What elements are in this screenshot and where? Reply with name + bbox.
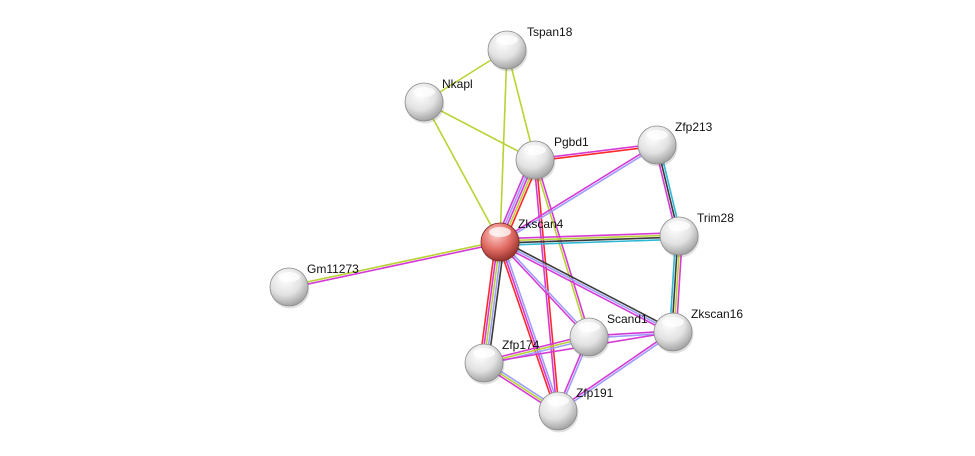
evidence-line-magenta — [535, 159, 591, 337]
evidence-line-lavender — [500, 240, 591, 337]
node-label: Gm11273 — [307, 262, 359, 276]
node-label: Trim28 — [697, 211, 734, 225]
node-highlight — [547, 396, 569, 406]
evidence-line-yg — [533, 160, 589, 338]
node-highlight — [473, 348, 495, 358]
evidence-line-lavender — [485, 242, 503, 364]
evidence-line-magenta — [289, 242, 501, 289]
edge-zkscan4-scand1[interactable] — [498, 240, 591, 339]
node-label: Scand1 — [607, 312, 648, 326]
edge-zkscan4-trim28[interactable] — [499, 231, 680, 247]
edge-pgbd1-zfp191[interactable] — [533, 159, 560, 412]
edge-gm11273-zkscan4[interactable] — [288, 240, 501, 289]
node-tspan18[interactable]: Tspan18 — [487, 25, 573, 72]
node-zkscan16[interactable]: Zkscan16 — [653, 307, 743, 354]
node-nkapl[interactable]: Nkapl — [404, 77, 473, 124]
evidence-line-lavender — [500, 145, 658, 244]
node-label: Nkapl — [442, 77, 473, 91]
node-label: Zfp174 — [502, 338, 540, 352]
evidence-line-magenta — [499, 231, 679, 240]
evidence-line-red — [497, 242, 557, 412]
node-label: Tspan18 — [527, 25, 573, 39]
node-highlight — [489, 227, 511, 237]
evidence-line-yg — [423, 101, 536, 161]
node-highlight — [496, 35, 518, 45]
node-label: Zfp213 — [675, 120, 713, 134]
evidence-line-magenta — [533, 160, 558, 412]
evidence-line-yg — [423, 101, 501, 243]
evidence-line-yg — [483, 241, 501, 364]
edge-pgbd1-scand1[interactable] — [533, 159, 591, 338]
evidence-line-cyan — [500, 238, 680, 247]
edge-zkscan4-zfp191[interactable] — [497, 241, 561, 412]
node-zfp174[interactable]: Zfp174 — [464, 338, 540, 385]
node-highlight — [668, 221, 690, 231]
node-gm11273[interactable]: Gm11273 — [269, 262, 359, 309]
edge-zfp213-zkscan4[interactable] — [499, 143, 658, 244]
node-zfp191[interactable]: Zfp191 — [538, 386, 614, 433]
edge-pgbd1-zfp213[interactable] — [534, 143, 658, 162]
evidence-line-lavender — [501, 241, 561, 411]
evidence-line-red — [535, 145, 658, 162]
edge-nkapl-pgbd1[interactable] — [423, 101, 536, 161]
node-pgbd1[interactable]: Pgbd1 — [515, 135, 589, 182]
node-zkscan4[interactable]: Zkscan4 — [480, 217, 564, 264]
node-highlight — [413, 87, 435, 97]
node-label: Zfp191 — [576, 386, 614, 400]
evidence-line-black — [500, 236, 680, 244]
evidence-line-yg — [288, 240, 500, 287]
evidence-line-yg — [499, 234, 679, 242]
evidence-line-red — [478, 241, 497, 363]
node-highlight — [524, 145, 546, 155]
evidence-line-black — [500, 239, 675, 331]
evidence-line-magenta — [556, 330, 673, 411]
edge-zkscan16-zfp191[interactable] — [556, 330, 675, 413]
node-trim28[interactable]: Trim28 — [659, 211, 734, 258]
evidence-line-lavender — [499, 241, 674, 333]
node-zfp213[interactable]: Zfp213 — [637, 120, 713, 167]
evidence-line-magenta — [498, 243, 673, 335]
node-scand1[interactable]: Scand1 — [569, 312, 648, 359]
evidence-line-black — [487, 242, 506, 364]
evidence-line-magenta — [481, 241, 499, 363]
edge-zkscan4-zkscan16[interactable] — [498, 239, 675, 335]
node-highlight — [578, 322, 600, 332]
evidence-line-yg — [499, 49, 508, 243]
node-highlight — [646, 130, 668, 140]
node-highlight — [278, 272, 300, 282]
node-label: Zkscan16 — [691, 307, 743, 321]
evidence-line-magenta — [499, 241, 559, 412]
evidence-line-magenta — [499, 143, 657, 242]
edge-tspan18-zkscan4[interactable] — [499, 49, 508, 243]
node-label: Zkscan4 — [518, 217, 564, 231]
evidence-line-magenta — [534, 143, 657, 160]
evidence-line-red — [535, 159, 560, 411]
node-label: Pgbd1 — [554, 135, 589, 149]
edge-zkscan4-zfp174[interactable] — [478, 241, 506, 364]
edge-nkapl-zkscan4[interactable] — [423, 101, 501, 243]
node-highlight — [662, 317, 684, 327]
evidence-line-lavender — [558, 332, 675, 413]
evidence-line-magenta — [498, 242, 589, 339]
